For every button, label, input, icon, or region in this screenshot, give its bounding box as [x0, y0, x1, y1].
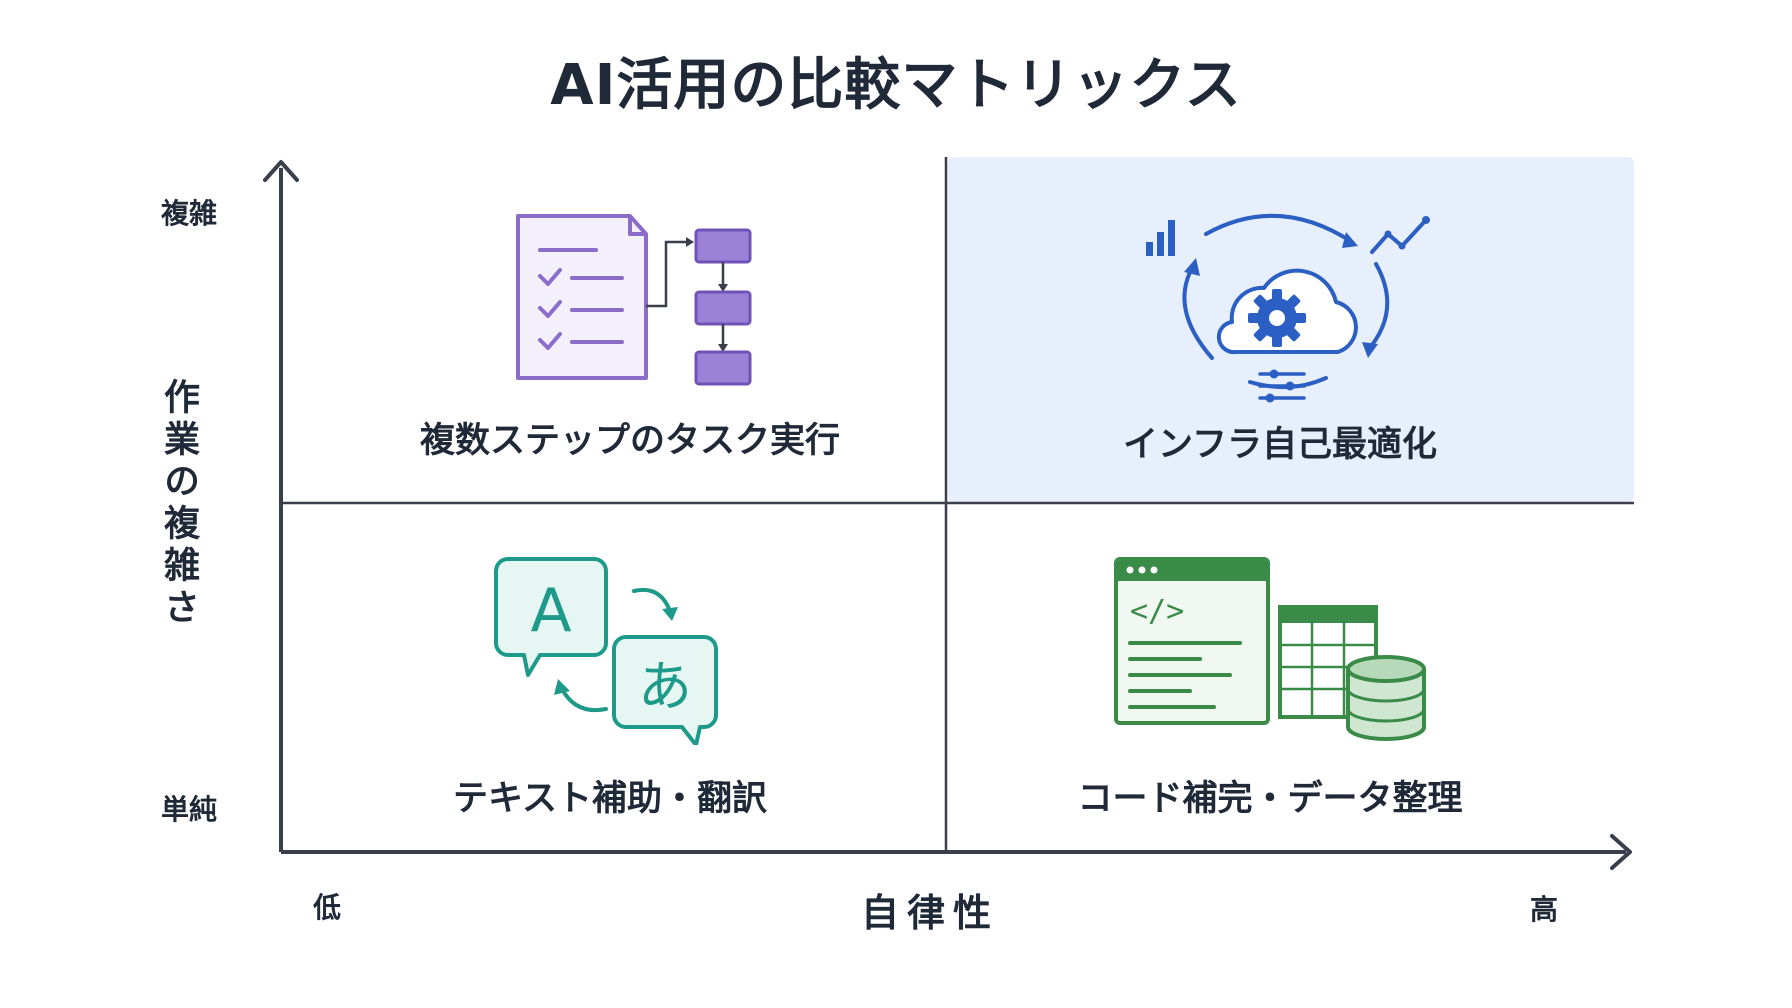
y-axis-high-label: 複雑 — [161, 197, 218, 230]
letter-a-text: A — [530, 576, 571, 646]
quadrant-label-top-right: インフラ自己最適化 — [1123, 425, 1437, 465]
letter-hiragana-text: あ — [638, 655, 692, 718]
x-axis-title: 自律性 — [860, 891, 999, 935]
x-axis-arrow — [1610, 834, 1632, 870]
cloud-gear-cycle-icon — [1146, 213, 1430, 403]
checklist-workflow-icon — [516, 214, 752, 386]
quadrant-label-top-left: 複数ステップのタスク実行 — [419, 421, 840, 461]
translation-bubbles-icon: A あ — [494, 557, 718, 745]
x-axis-high-label: 高 — [1530, 893, 1559, 926]
y-axis-arrow — [263, 160, 299, 182]
y-axis-title: 作業の複雑さ — [158, 378, 199, 630]
y-axis-low-label: 単純 — [161, 793, 218, 826]
quadrant-label-bottom-left: テキスト補助・翻訳 — [453, 779, 767, 819]
code-data-icon: </> — [1114, 557, 1426, 741]
quadrant-label-bottom-right: コード補完・データ整理 — [1077, 779, 1463, 819]
code-tag-text: </> — [1130, 594, 1184, 629]
page-title: AI活用の比較マトリックス — [550, 53, 1242, 118]
x-axis-low-label: 低 — [313, 891, 342, 924]
